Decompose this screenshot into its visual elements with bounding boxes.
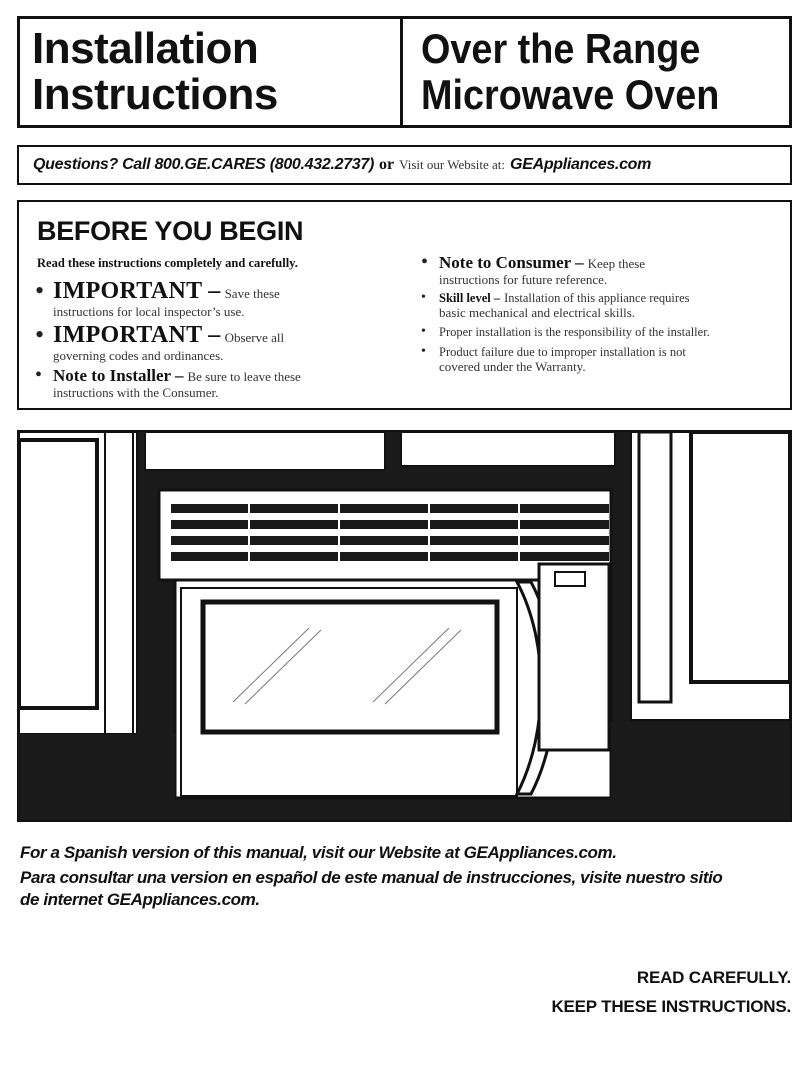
- right-cabinet: [630, 432, 790, 721]
- spanish-text: Para consultar una version en español de…: [20, 867, 780, 911]
- list-item: • Note to Installer – Be sure to leave t…: [33, 364, 373, 400]
- before-you-begin-box: BEFORE YOU BEGIN Read these instructions…: [17, 200, 792, 410]
- read-carefully-notice: READ CAREFULLY. KEEP THESE INSTRUCTIONS.: [551, 963, 791, 1021]
- title-over-the-range: Over the Range: [421, 25, 701, 72]
- title-instructions: Instructions: [32, 70, 278, 119]
- bullet-icon: •: [421, 251, 429, 273]
- item-continuation: instructions for future reference.: [439, 272, 608, 287]
- support-phone[interactable]: Questions? Call 800.GE.CARES (800.432.27…: [33, 156, 375, 173]
- item-text: Be sure to leave these: [187, 369, 301, 384]
- item-lead: Note to Installer –: [53, 366, 184, 385]
- item-lead: Note to Consumer –: [439, 253, 584, 272]
- bullet-icon: •: [35, 276, 45, 305]
- section-title: BEFORE YOU BEGIN: [37, 216, 304, 246]
- item-lead: IMPORTANT –: [53, 322, 221, 348]
- list-item: • Product failure due to improper instal…: [419, 344, 791, 374]
- list-item: • IMPORTANT – Observe all governing code…: [33, 320, 373, 363]
- microwave-drawing: [19, 432, 790, 820]
- title-left: Installation Instructions: [20, 19, 400, 125]
- bullet-icon: •: [421, 344, 426, 359]
- read-carefully-line: READ CAREFULLY.: [636, 968, 791, 987]
- bullet-icon: •: [421, 324, 426, 339]
- list-item: • IMPORTANT – Save these instructions fo…: [33, 276, 373, 319]
- vent-grille: [157, 488, 613, 582]
- item-lead: IMPORTANT –: [53, 278, 221, 304]
- microwave-illustration: [17, 430, 792, 822]
- left-column: • IMPORTANT – Save these instructions fo…: [33, 276, 373, 403]
- item-continuation: instructions for local inspector’s use.: [53, 304, 245, 319]
- list-item: • Proper installation is the responsibil…: [419, 324, 791, 340]
- list-item: • Skill level – Installation of this app…: [419, 290, 791, 320]
- title-header: Installation Instructions Over the Range…: [17, 16, 792, 128]
- item-text: Save these: [224, 286, 280, 301]
- bullet-icon: •: [35, 320, 45, 349]
- spanish-english-line: For a Spanish version of this manual, vi…: [20, 843, 617, 862]
- item-continuation: covered under the Warranty.: [439, 359, 586, 374]
- item-text: Installation of this appliance requires: [504, 291, 690, 305]
- questions-bar: Questions? Call 800.GE.CARES (800.432.27…: [17, 145, 792, 185]
- item-text: Proper installation is the responsibilit…: [439, 325, 710, 339]
- left-cabinet: [19, 432, 138, 735]
- item-text: Observe all: [224, 330, 285, 345]
- spanish-line-2: de internet GEAppliances.com.: [20, 890, 260, 909]
- website-link[interactable]: GEAppliances.com: [510, 156, 652, 173]
- item-continuation: governing codes and ordinances.: [53, 348, 224, 363]
- list-item: • Note to Consumer – Keep these instruct…: [419, 251, 791, 287]
- bullet-icon: •: [421, 290, 426, 305]
- spanish-line-1: Para consultar una version en español de…: [20, 868, 723, 887]
- right-column: • Note to Consumer – Keep these instruct…: [419, 251, 791, 378]
- keep-instructions-line: KEEP THESE INSTRUCTIONS.: [551, 997, 791, 1016]
- title-installation: Installation: [32, 24, 259, 73]
- questions-or: or: [379, 156, 395, 173]
- item-text: Keep these: [587, 256, 646, 271]
- visit-label: Visit our Website at:: [399, 157, 506, 172]
- item-lead: Skill level –: [439, 291, 501, 305]
- title-microwave-oven: Microwave Oven: [421, 71, 720, 118]
- control-panel: [537, 562, 611, 752]
- item-text: Product failure due to improper installa…: [439, 345, 686, 359]
- section-subtitle: Read these instructions completely and c…: [37, 256, 298, 270]
- display-window: [554, 571, 586, 587]
- spanish-notice: For a Spanish version of this manual, vi…: [20, 842, 780, 914]
- item-continuation: basic mechanical and electrical skills.: [439, 305, 635, 320]
- item-continuation: instructions with the Consumer.: [53, 385, 219, 400]
- bullet-icon: •: [35, 364, 43, 386]
- title-right: Over the Range Microwave Oven: [400, 19, 789, 125]
